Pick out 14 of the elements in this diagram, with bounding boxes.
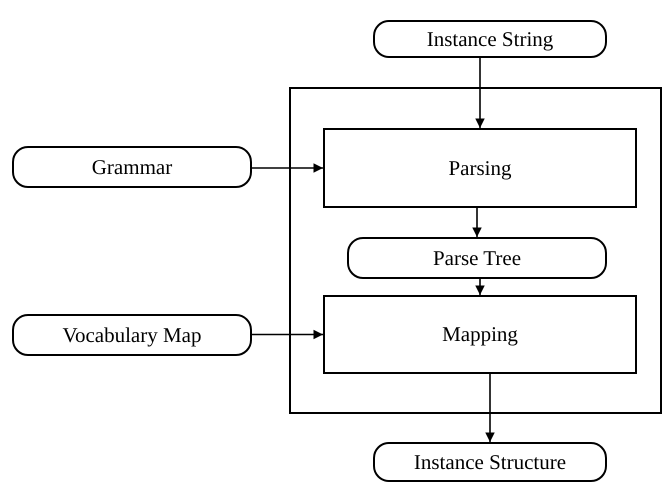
- arrow: [472, 208, 482, 237]
- arrow: [485, 374, 495, 442]
- terminal-pill: Parse Tree: [347, 237, 607, 279]
- container-frame: [289, 87, 662, 414]
- arrow: [475, 58, 485, 128]
- terminal-pill: Instance String: [373, 20, 607, 58]
- arrow: [252, 330, 323, 340]
- arrow: [475, 279, 485, 295]
- terminal-pill: Vocabulary Map: [12, 314, 252, 356]
- terminal-pill: Instance Structure: [373, 442, 607, 482]
- process-box: Parsing: [323, 128, 637, 208]
- arrow: [252, 163, 323, 173]
- process-box: Mapping: [323, 295, 637, 374]
- terminal-pill: Grammar: [12, 146, 252, 188]
